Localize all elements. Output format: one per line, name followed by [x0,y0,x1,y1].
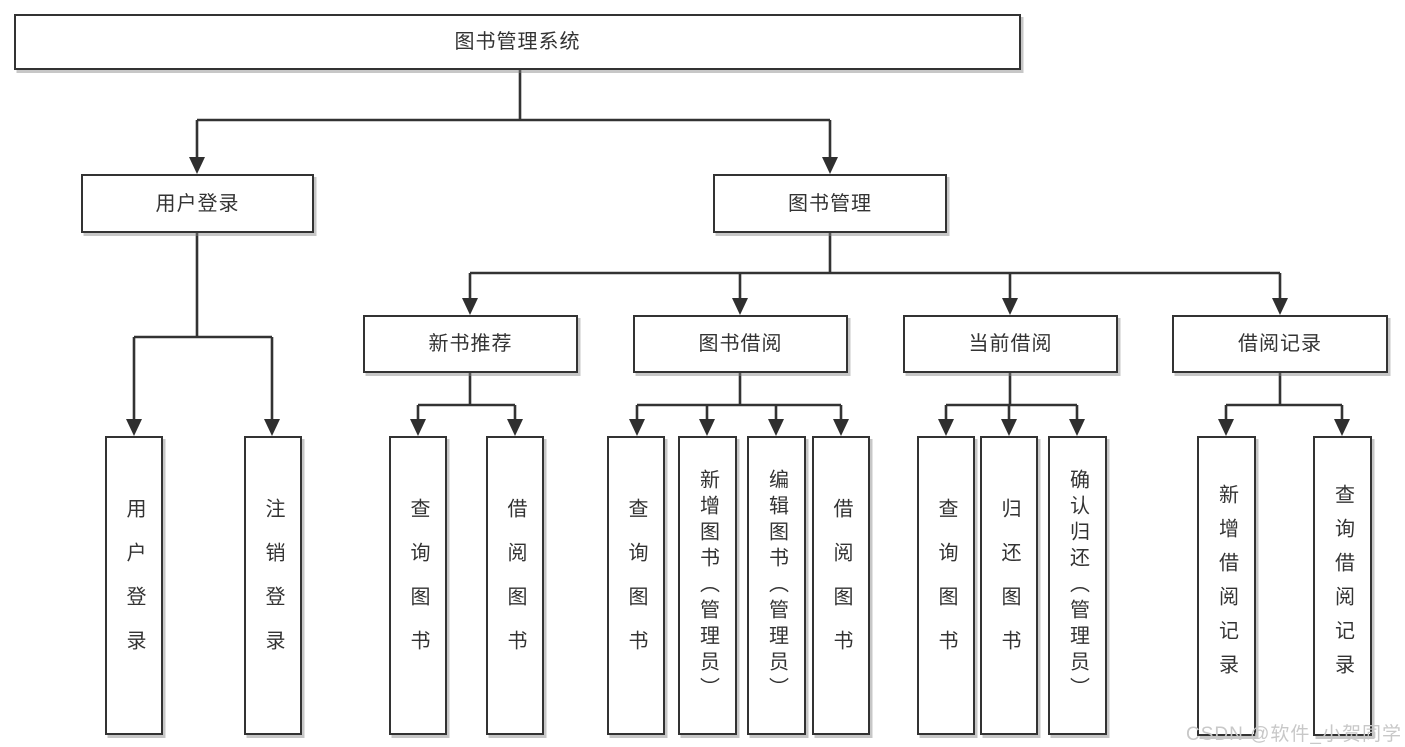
leaf-bb-query-books: 查询图书 [607,436,665,735]
leaf-user-login: 用户登录 [105,436,163,735]
csdn-watermark: CSDN @软件_小贺同学 [1186,724,1402,745]
leaf-br-query-record: 查询借阅记录 [1313,436,1372,736]
leaf-cb-query-books: 查询图书 [917,436,975,735]
leaf-bb-borrow-books: 借阅图书 [812,436,870,735]
leaf-nbr-borrow-books: 借阅图书 [486,436,544,735]
node-library-management-system: 图书管理系统 [14,14,1021,70]
leaf-br-add-record: 新增借阅记录 [1197,436,1256,736]
leaf-bb-edit-books-admin: 编辑图书（管理员） [747,436,806,735]
node-new-book-recommendation: 新书推荐 [363,315,578,373]
node-current-borrowing: 当前借阅 [903,315,1118,373]
node-user-login: 用户登录 [81,174,314,233]
node-book-management: 图书管理 [713,174,947,233]
leaf-nbr-query-books: 查询图书 [389,436,447,735]
leaf-cb-return-books: 归还图书 [980,436,1038,735]
node-borrowing-records: 借阅记录 [1172,315,1388,373]
leaf-logout: 注销登录 [244,436,302,735]
leaf-bb-add-books-admin: 新增图书（管理员） [678,436,737,735]
leaf-cb-confirm-return-admin: 确认归还（管理员） [1048,436,1107,735]
node-book-borrowing: 图书借阅 [633,315,848,373]
